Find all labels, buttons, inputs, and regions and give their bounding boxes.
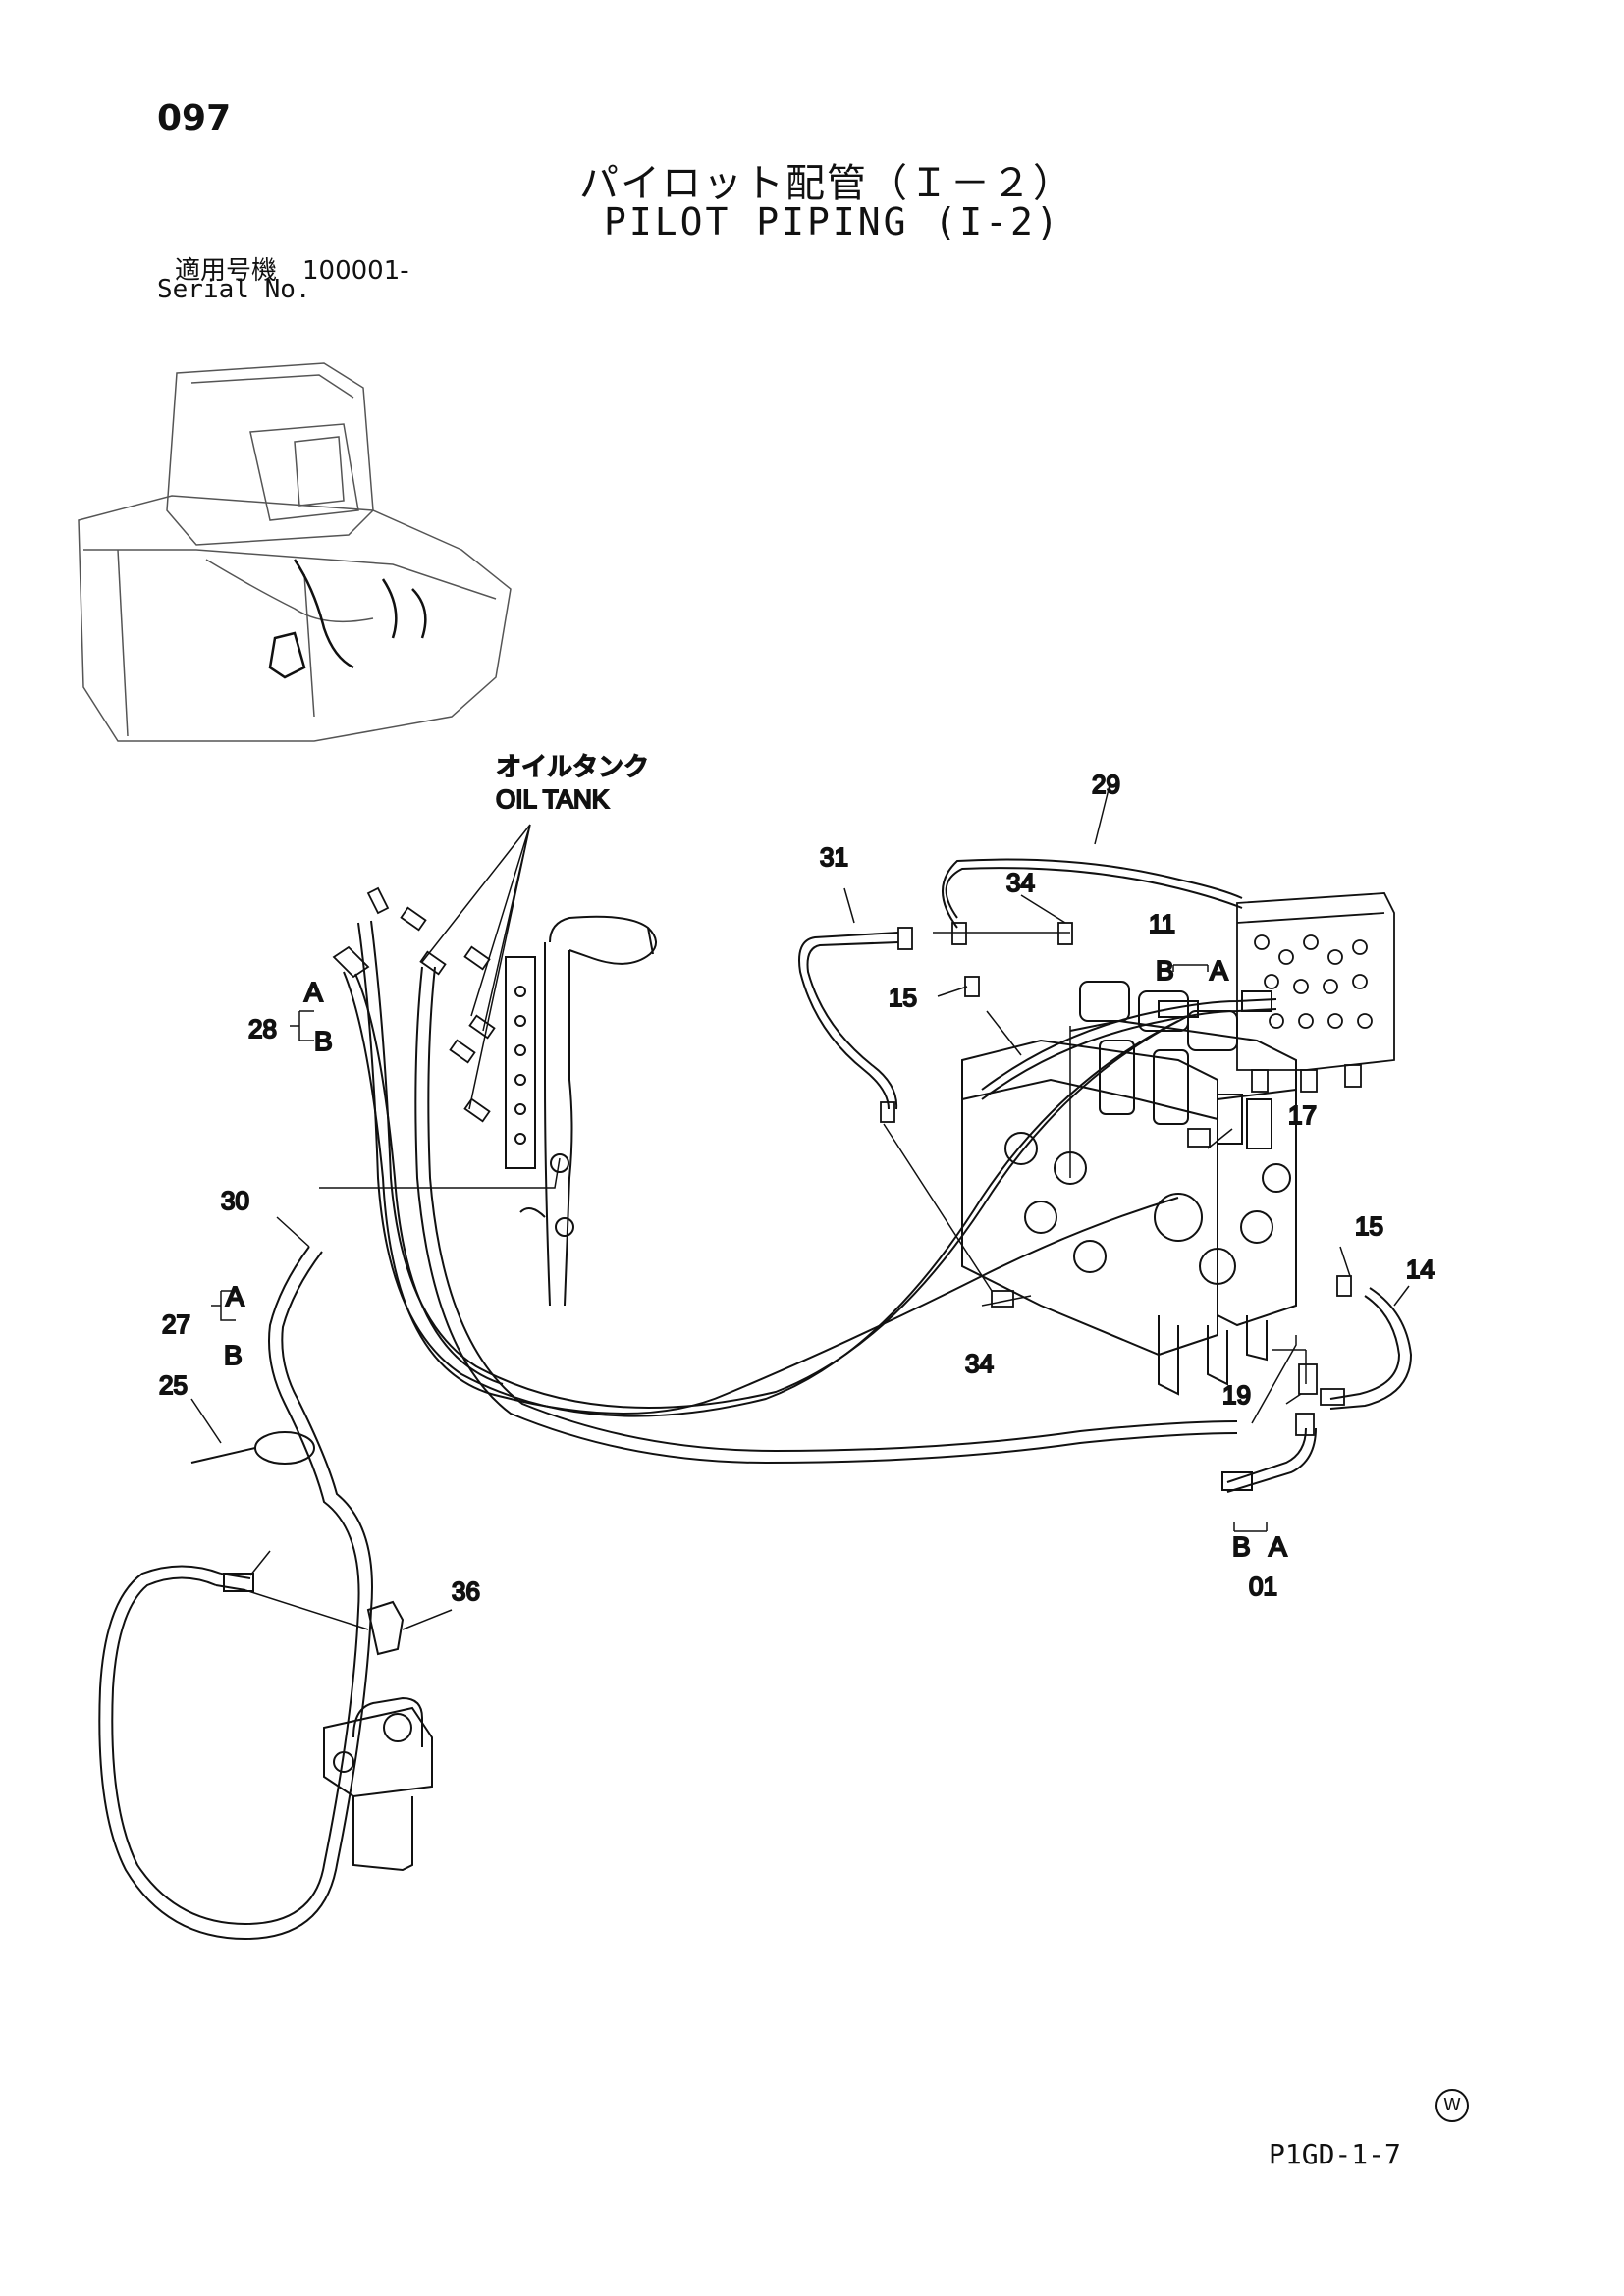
callout-28-b: B	[314, 1026, 333, 1056]
callout-14: 14	[1406, 1255, 1435, 1284]
callout-11-b: B	[1156, 955, 1174, 986]
excavator-thumbnail	[78, 362, 512, 742]
callout-15-right: 15	[1355, 1211, 1383, 1241]
hose-14	[1329, 1287, 1413, 1410]
callout-34-top: 34	[1006, 868, 1035, 897]
callout-25: 25	[159, 1370, 188, 1400]
oil-tank-label-english: OIL TANK	[496, 784, 610, 814]
callout-15-top: 15	[889, 983, 917, 1012]
revision-mark: W	[1435, 2089, 1469, 2122]
callout-29: 29	[1092, 770, 1120, 799]
callout-30: 30	[221, 1186, 249, 1215]
title-english: PILOT PIPING (I-2)	[604, 200, 1061, 243]
callout-31: 31	[820, 842, 848, 872]
callout-34-bottom: 34	[965, 1349, 994, 1378]
hose-29	[942, 858, 1243, 929]
hose-31	[798, 932, 899, 1110]
hose-11	[981, 990, 1277, 1100]
leader-lines	[190, 784, 1410, 1630]
callout-11: 11	[1149, 909, 1175, 938]
drawing-code: P1GD-1-7	[1269, 2138, 1401, 2170]
hose-01	[1221, 1427, 1317, 1493]
fittings	[880, 922, 1352, 1436]
oil-tank-label-japanese: オイルタンク	[496, 752, 649, 781]
serial-label-japanese: 適用号機 100001-	[175, 256, 409, 286]
cable-tie-25	[190, 1431, 315, 1465]
serial-label-english: Serial No.	[157, 275, 311, 304]
callout-36: 36	[452, 1576, 480, 1606]
callout-19: 19	[1222, 1380, 1251, 1410]
hose-27	[98, 1246, 373, 1941]
callout-28: 28	[248, 1014, 277, 1043]
oil-tank-pipe	[505, 915, 657, 1307]
callout-11-a: A	[1210, 955, 1228, 986]
callout-17: 17	[1288, 1100, 1317, 1130]
oil-tank-fittings	[332, 886, 496, 1123]
callout-27-b: B	[224, 1340, 243, 1370]
callout-28-a: A	[304, 977, 323, 1007]
pilot-hose-bundle	[343, 920, 1238, 1465]
title-japanese: パイロット配管（Ｉ－２）	[579, 161, 1074, 206]
page-number: 097	[157, 98, 232, 138]
filter-assembly	[323, 1600, 433, 1872]
pilot-valve-block	[1236, 892, 1395, 1093]
callout-01-a: A	[1269, 1531, 1287, 1562]
callout-01: 01	[1249, 1572, 1277, 1601]
callout-27: 27	[162, 1309, 190, 1339]
callout-27-a: A	[226, 1281, 244, 1311]
callout-01-b: B	[1232, 1531, 1251, 1562]
